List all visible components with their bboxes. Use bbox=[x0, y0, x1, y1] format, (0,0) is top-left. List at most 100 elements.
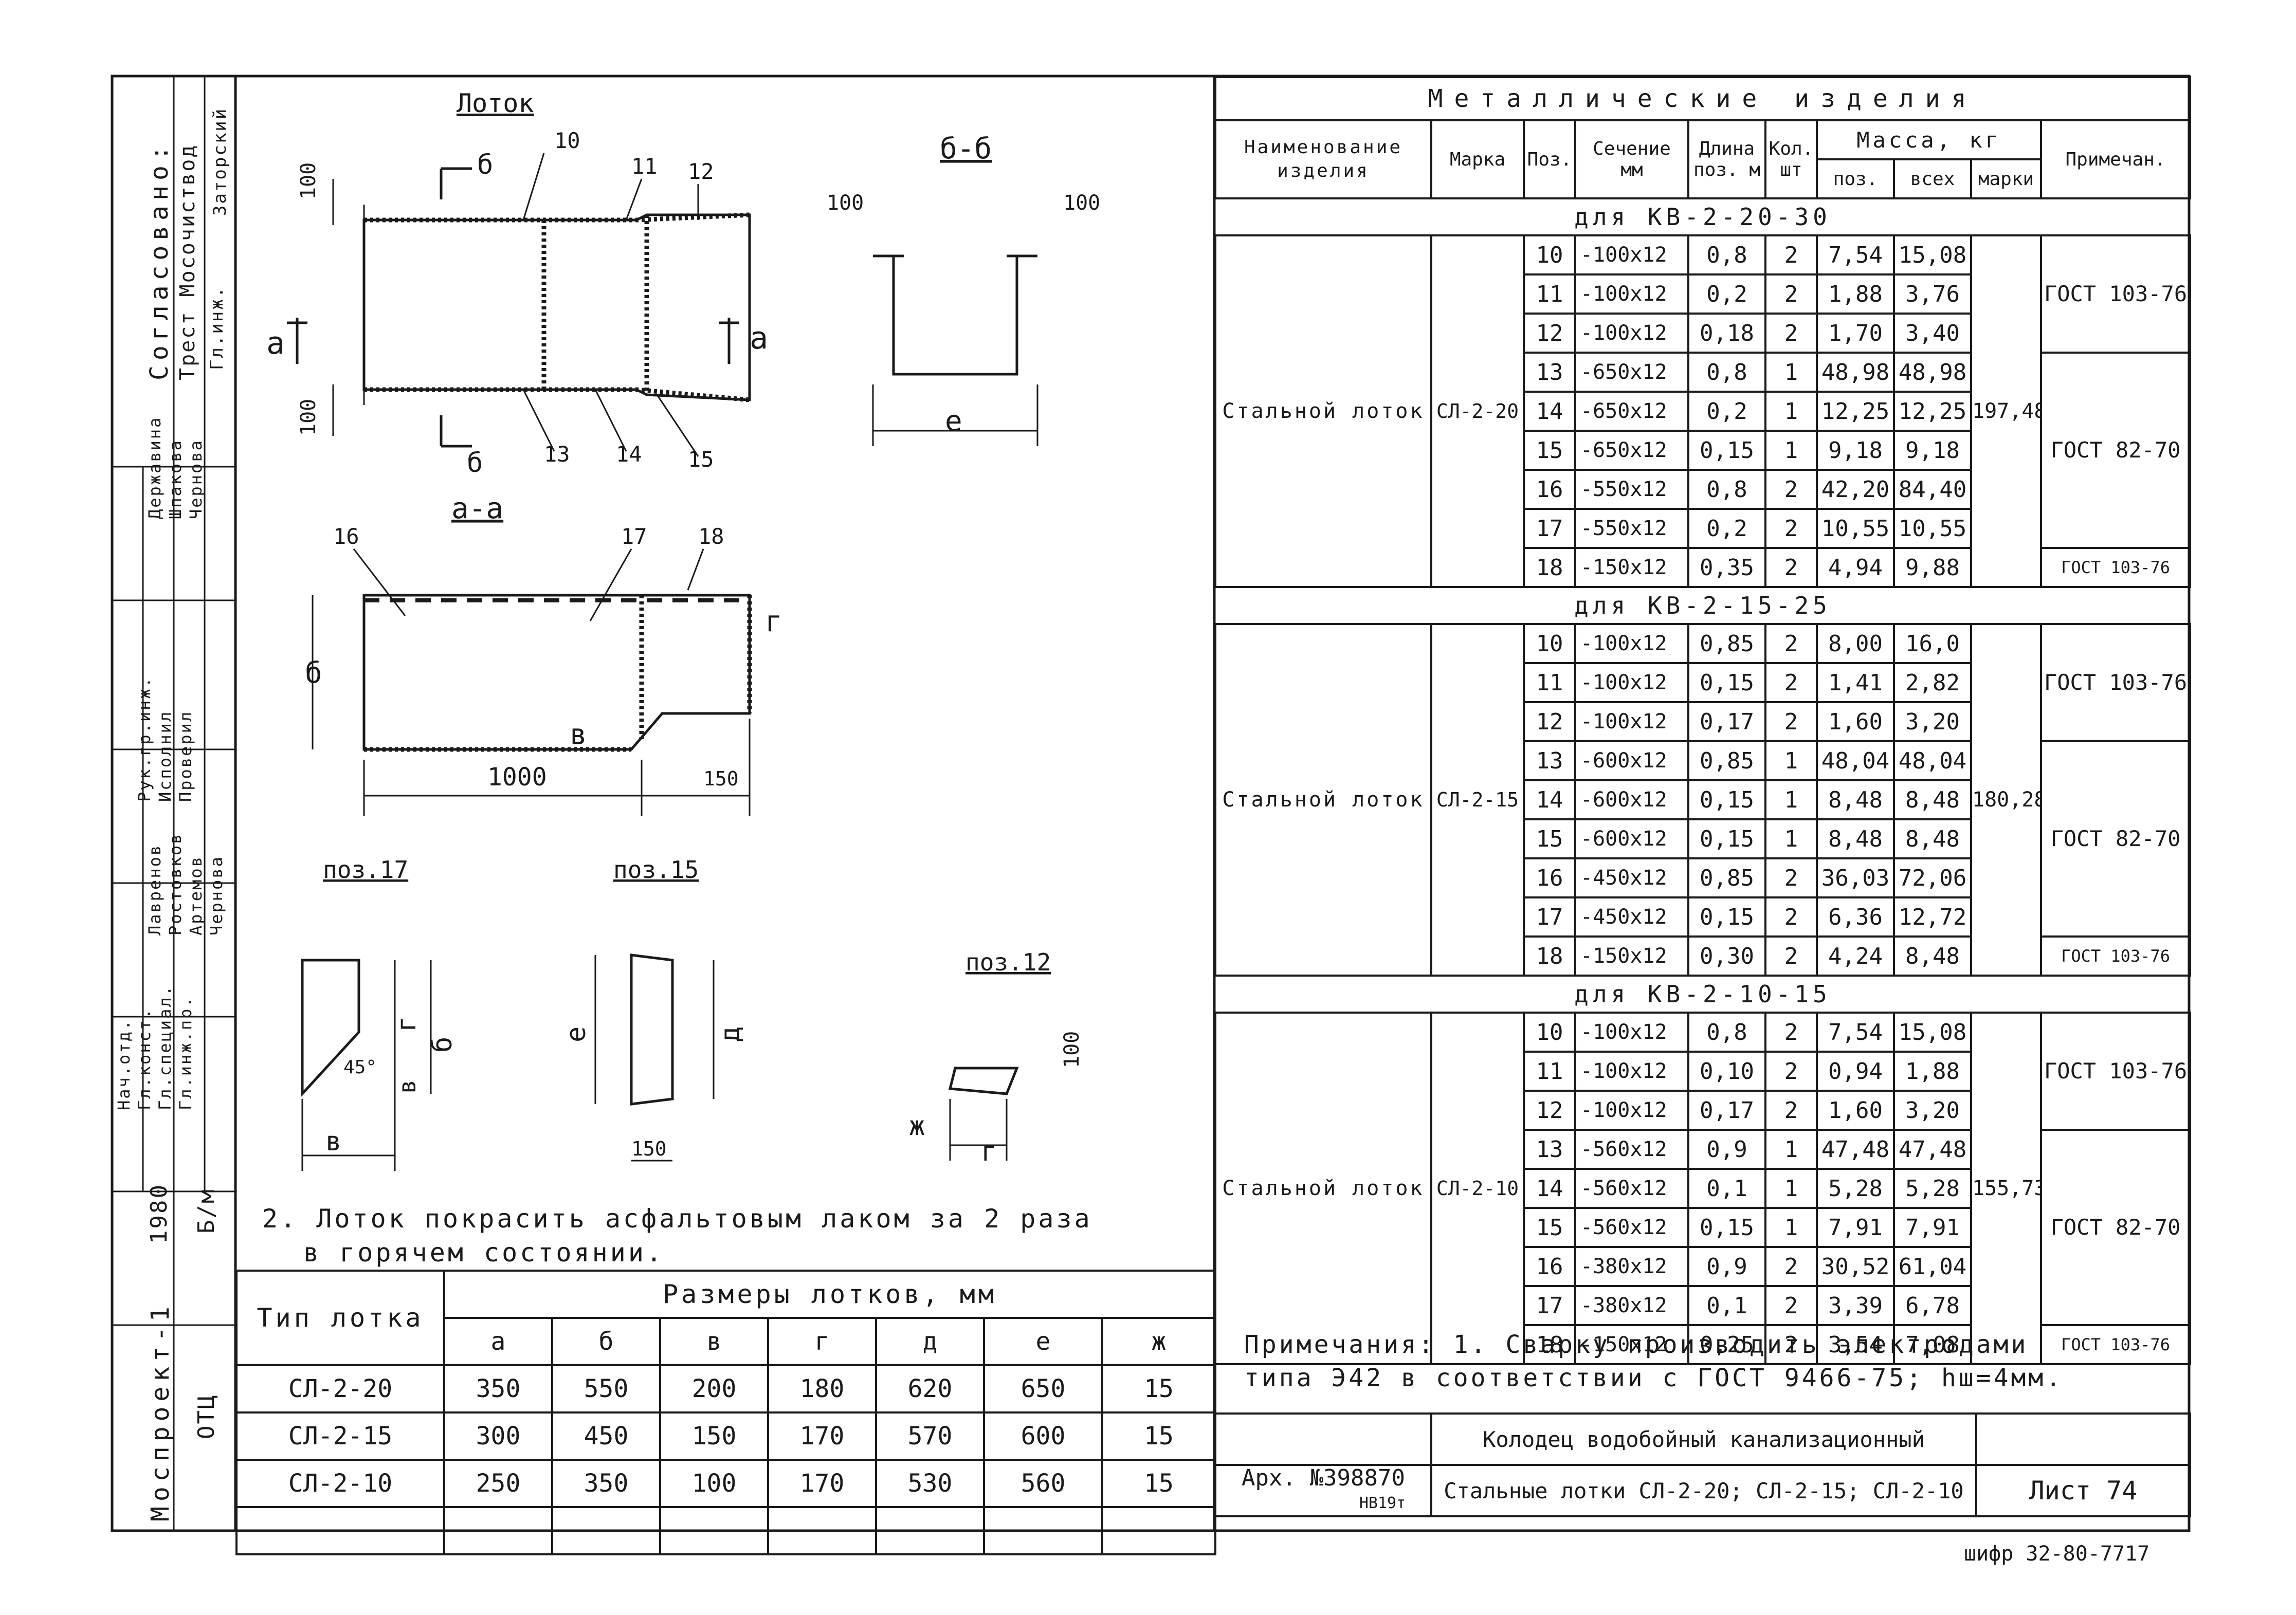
callout-16: 16 bbox=[333, 524, 359, 549]
letter-v-poz17: в bbox=[393, 1079, 421, 1094]
pos-cell: 13 bbox=[1523, 352, 1576, 393]
stamp-sheet: Лист 74 bbox=[1975, 1464, 2191, 1517]
hdr-mass-mark: марки bbox=[1970, 158, 2042, 199]
sidebar-name-5: Шпакова bbox=[166, 439, 185, 519]
section-a-left: а bbox=[266, 325, 285, 361]
mass-all-cell: 3,20 bbox=[1893, 1090, 1972, 1131]
mass-pos-cell: 7,91 bbox=[1816, 1207, 1895, 1248]
qty-cell: 1 bbox=[1764, 818, 1818, 859]
drawings-svg: Лоток 100 100 а а б б 10 11 12 13 14 15 bbox=[266, 88, 1100, 1171]
dim-cell: 180 bbox=[767, 1364, 877, 1414]
mass-all-cell: 7,08 bbox=[1893, 1324, 1972, 1365]
callout-12: 12 bbox=[688, 159, 714, 184]
section-cell: -100х12 bbox=[1574, 623, 1689, 664]
mass-pos-cell: 3,54 bbox=[1816, 1324, 1895, 1365]
section-cell: -560х12 bbox=[1574, 1129, 1689, 1170]
section-cell: -600х12 bbox=[1574, 818, 1689, 859]
group-label: для КВ-2-10-15 bbox=[1215, 975, 2191, 1014]
sidebar-role-6: Проверил bbox=[176, 710, 195, 802]
mass-pos-cell: 48,04 bbox=[1816, 740, 1895, 781]
qty-cell: 2 bbox=[1764, 1051, 1818, 1092]
pos-cell: 17 bbox=[1523, 1285, 1576, 1326]
dim-100-bottom: 100 bbox=[297, 399, 320, 436]
length-cell: 0,15 bbox=[1687, 1207, 1766, 1248]
pos-cell: 11 bbox=[1523, 662, 1576, 703]
mass-pos-cell: 9,18 bbox=[1816, 430, 1895, 471]
section-cell: -600х12 bbox=[1574, 779, 1689, 820]
qty-cell: 2 bbox=[1764, 662, 1818, 703]
dim-cell: 600 bbox=[983, 1411, 1103, 1461]
sidebar-role-0: Нач.отд. bbox=[114, 1018, 134, 1110]
weld-note-1: Примечания: 1. Сварку производить электр… bbox=[1244, 1330, 2029, 1359]
section-aa bbox=[312, 594, 752, 816]
col-g: г bbox=[767, 1317, 877, 1366]
dim-150-poz15: 150 bbox=[631, 1137, 667, 1160]
paint-note-1: 2. Лоток покрасить асфальтовым лаком за … bbox=[262, 1204, 1092, 1234]
pos-cell: 15 bbox=[1523, 430, 1576, 471]
pos-cell: 12 bbox=[1523, 313, 1576, 354]
dim-cell: 250 bbox=[443, 1459, 553, 1508]
title-block: Колодец водобойный канализационный Арх. … bbox=[1214, 1412, 2191, 1517]
qty-cell: 2 bbox=[1764, 701, 1818, 742]
mass-all-cell: 3,20 bbox=[1893, 701, 1972, 742]
dim-150-aa: 150 bbox=[703, 767, 739, 790]
dim-cell: 570 bbox=[875, 1411, 985, 1461]
mass-all-cell: 3,76 bbox=[1893, 273, 1972, 315]
pos-cell: 15 bbox=[1523, 1207, 1576, 1248]
title-poz15: поз.15 bbox=[613, 856, 699, 884]
sidebar-role-3: Гл.инж.пр. bbox=[176, 996, 195, 1110]
section-cell: -100х12 bbox=[1574, 313, 1689, 354]
mass-pos-cell: 10,55 bbox=[1816, 508, 1895, 549]
title-aa: а-а bbox=[451, 492, 503, 525]
callout-17: 17 bbox=[621, 524, 647, 549]
qty-cell: 2 bbox=[1764, 234, 1818, 276]
weld-note-2: типа Э42 в соответствии с ГОСТ 9466-75; … bbox=[1244, 1364, 2064, 1392]
section-cell: -600х12 bbox=[1574, 740, 1689, 781]
dim-cell: 620 bbox=[875, 1364, 985, 1414]
gost-note: ГОСТ 82-70 bbox=[2039, 352, 2192, 549]
pos-cell: 10 bbox=[1523, 234, 1576, 276]
hdr-note: Примечан. bbox=[2039, 119, 2192, 199]
section-cell: -150х12 bbox=[1574, 1324, 1689, 1365]
group-label: для КВ-2-15-25 bbox=[1215, 586, 2191, 625]
hdr-qty: Кол. шт bbox=[1764, 119, 1818, 199]
section-cell: -560х12 bbox=[1574, 1168, 1689, 1209]
length-cell: 0,30 bbox=[1687, 935, 1766, 977]
length-cell: 0,10 bbox=[1687, 1051, 1766, 1092]
length-cell: 0,35 bbox=[1687, 547, 1766, 588]
metal-items-table: Металлические изделия Наименование издел… bbox=[1214, 76, 2192, 1365]
pos-cell: 18 bbox=[1523, 1324, 1576, 1365]
cipher-code: шифр 32-80-7717 bbox=[1964, 1542, 2150, 1566]
qty-cell: 1 bbox=[1764, 430, 1818, 471]
dim-cell: 150 bbox=[659, 1411, 769, 1461]
section-cell: -650х12 bbox=[1574, 352, 1689, 393]
poz17-detail bbox=[301, 959, 432, 1171]
section-cell: -380х12 bbox=[1574, 1285, 1689, 1326]
letter-e-poz15: е bbox=[561, 1026, 592, 1042]
length-cell: 0,85 bbox=[1687, 740, 1766, 781]
gost-note: ГОСТ 103-76 bbox=[2039, 1324, 2192, 1365]
lotok-plan bbox=[332, 179, 751, 436]
qty-cell: 1 bbox=[1764, 1168, 1818, 1209]
length-cell: 0,15 bbox=[1687, 779, 1766, 820]
callout-18: 18 bbox=[698, 524, 724, 549]
mass-pos-cell: 48,98 bbox=[1816, 352, 1895, 393]
mass-all-cell: 12,25 bbox=[1893, 391, 1972, 432]
length-cell: 0,8 bbox=[1687, 352, 1766, 393]
col-d: д bbox=[875, 1317, 985, 1366]
sidebar-name-2: Артемов bbox=[186, 855, 206, 935]
length-cell: 0,15 bbox=[1687, 430, 1766, 471]
section-cell: -560х12 bbox=[1574, 1207, 1689, 1248]
qty-cell: 1 bbox=[1764, 391, 1818, 432]
mass-all-cell: 8,48 bbox=[1893, 818, 1972, 859]
letter-b-aa: б bbox=[305, 656, 322, 690]
